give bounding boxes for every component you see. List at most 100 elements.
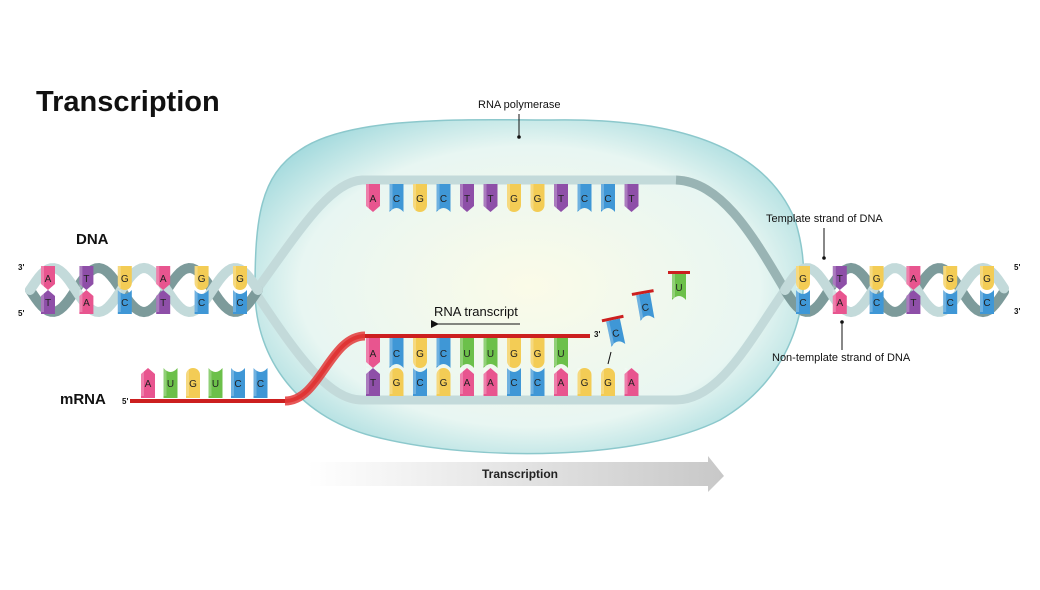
base-letter: C [510, 378, 517, 389]
base-letter: T [487, 194, 493, 205]
base-letter: T [45, 298, 51, 309]
page-title: Transcription [36, 86, 220, 118]
base-letter: G [534, 194, 542, 205]
transcript-base: U [483, 338, 498, 368]
template-base: T [366, 368, 380, 396]
base-letter: A [45, 274, 52, 285]
non-template-base: C [436, 184, 451, 212]
left-helix-base-bottom: C [233, 290, 247, 314]
template-base: G [389, 368, 404, 396]
transcript-base: U [554, 338, 568, 368]
right-helix-base-top: A [906, 266, 921, 290]
transcript-base: U [460, 338, 474, 368]
right-helix-base-top: G [869, 266, 884, 290]
base-letter: A [910, 274, 917, 285]
base-letter: A [487, 378, 494, 389]
free-nucleotides: C C U [601, 271, 690, 347]
base-letter: G [393, 378, 401, 389]
bubble-strands [251, 175, 789, 405]
mrna-base: C [231, 368, 245, 398]
base-letter: U [167, 379, 174, 390]
free-nucleotide: C [631, 289, 655, 321]
transcript-base: G [530, 338, 545, 368]
base-letter: G [236, 274, 244, 285]
template-base: C [413, 368, 427, 396]
base-letter: G [121, 274, 129, 285]
mrna-base: C [253, 368, 268, 398]
base-letter: C [641, 302, 650, 314]
non-template-base: T [460, 184, 474, 212]
base-letter: C [873, 298, 880, 309]
mrna-base: A [141, 368, 155, 398]
base-letter: C [581, 194, 588, 205]
base-letter: T [370, 378, 376, 389]
left-helix-base-bottom: A [79, 290, 94, 314]
left-helix-base-bottom: C [117, 290, 132, 314]
template-base: G [601, 368, 615, 396]
template-base: G [436, 368, 451, 396]
transcript-base: A [366, 338, 380, 368]
base-letter: T [558, 194, 564, 205]
base-letter: A [836, 298, 843, 309]
base-letter: T [83, 274, 89, 285]
left-helix-base-top: G [194, 266, 209, 290]
base-letter: C [234, 379, 241, 390]
non-template-base: G [507, 184, 521, 212]
base-letter: T [464, 194, 470, 205]
base-letter: G [440, 378, 448, 389]
base-letter: G [799, 274, 807, 285]
mrna-base: U [163, 368, 178, 398]
transcript-3prime-label: 3' [594, 330, 601, 339]
base-letter: C [393, 194, 400, 205]
template-backbone [251, 287, 789, 405]
non-template-base: G [530, 184, 545, 212]
base-letter: C [121, 298, 128, 309]
non-template-strand-label: Non-template strand of DNA [772, 352, 911, 364]
base-letter: U [675, 283, 682, 294]
template-base: A [554, 368, 568, 396]
base-letter: G [534, 349, 542, 360]
transcript-base: C [389, 338, 404, 368]
base-letter: U [487, 349, 494, 360]
non-template-base: T [624, 184, 639, 212]
non-template-base: T [554, 184, 568, 212]
base-letter: G [510, 194, 518, 205]
left-helix-base-top: A [41, 266, 55, 290]
right-helix-strand-a [780, 262, 1009, 318]
rna-exit-ribbon [284, 331, 366, 406]
non-template-pointer-dot [840, 320, 844, 324]
non-template-base: C [577, 184, 592, 212]
right-helix-base-bottom: C [980, 290, 994, 314]
base-letter: C [440, 194, 447, 205]
right-helix-base-top: G [943, 266, 958, 290]
base-letter: G [581, 378, 589, 389]
left-bottom-end-label: 5' [18, 309, 25, 318]
rna-strand [130, 331, 590, 406]
base-letter: U [463, 349, 470, 360]
mrna-5prime-label: 5' [122, 397, 129, 406]
right-helix-base-bottom: C [943, 290, 958, 314]
base-letter: G [416, 194, 424, 205]
left-helix-base-bottom: T [41, 290, 55, 314]
non-template-base: A [366, 184, 380, 212]
base-letter: C [416, 378, 423, 389]
base-letter: C [799, 298, 806, 309]
base-letter: G [510, 349, 518, 360]
base-letter: A [160, 274, 167, 285]
right-helix-base-top: G [980, 266, 994, 290]
free-nucleotide: U [668, 271, 690, 300]
base-letter: C [534, 378, 541, 389]
rna-transcript-label: RNA transcript [434, 304, 518, 319]
left-helix-base-top: G [117, 266, 132, 290]
right-helix-base-top: G [796, 266, 810, 290]
base-letter: A [464, 378, 471, 389]
base-letter: C [611, 328, 620, 340]
rna-polymerase-label: RNA polymerase [478, 99, 561, 111]
dna-label: DNA [76, 231, 109, 248]
transcription-arrow-label: Transcription [482, 467, 559, 481]
